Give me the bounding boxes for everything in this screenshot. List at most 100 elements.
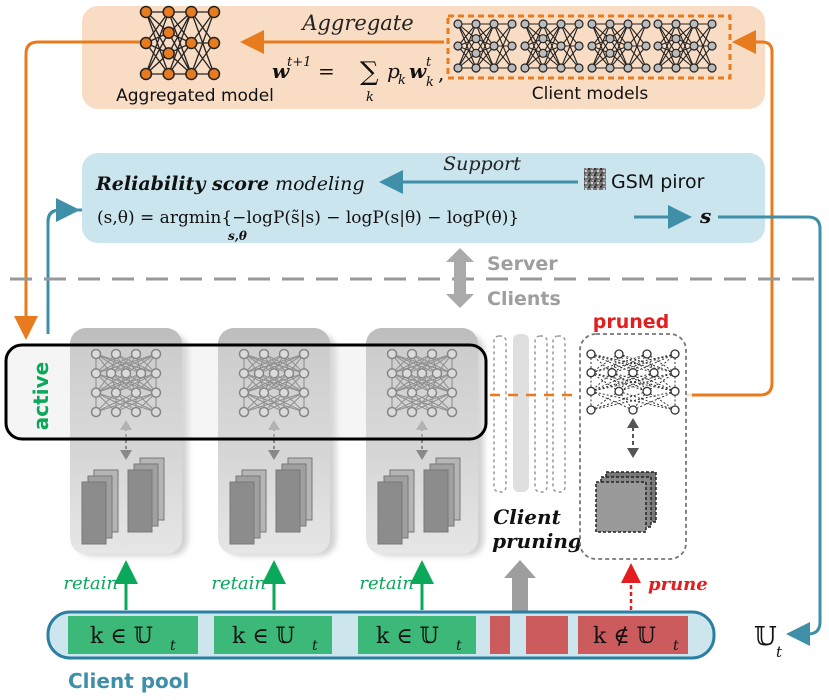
network-node bbox=[253, 368, 265, 379]
network-edge bbox=[590, 372, 655, 392]
prune-label: prune bbox=[648, 574, 708, 595]
network-node bbox=[426, 348, 438, 360]
network-node bbox=[642, 349, 652, 359]
network-edge bbox=[95, 353, 127, 374]
reliability-panel bbox=[82, 153, 765, 243]
formula-sum: ∑ bbox=[360, 57, 379, 87]
network-edge bbox=[273, 353, 305, 374]
network-node bbox=[641, 63, 651, 73]
network-node bbox=[586, 368, 596, 378]
network-edge bbox=[391, 372, 423, 394]
pruned-data-cube-icon bbox=[595, 471, 657, 533]
output-symbol: s bbox=[699, 204, 711, 228]
network-node bbox=[671, 63, 681, 73]
network-node bbox=[150, 348, 162, 360]
network-node bbox=[139, 36, 153, 50]
network-edge bbox=[258, 353, 285, 374]
network-edge bbox=[524, 45, 544, 69]
network-edge bbox=[391, 353, 453, 374]
network-edge bbox=[391, 353, 423, 374]
network-node bbox=[446, 348, 458, 360]
clients-label: Clients bbox=[487, 288, 561, 310]
network-edge bbox=[421, 353, 453, 374]
network-edge bbox=[243, 392, 305, 413]
formula-sum-sub: k bbox=[366, 90, 374, 105]
pruning-gray-arrow-icon bbox=[504, 560, 536, 612]
client-data-stack-icon bbox=[377, 457, 461, 545]
network-edge bbox=[457, 23, 477, 47]
network-node bbox=[538, 48, 548, 58]
network-edge bbox=[243, 392, 285, 413]
network-edge bbox=[411, 372, 453, 394]
network-node bbox=[278, 387, 290, 398]
network-edge bbox=[590, 353, 648, 374]
client-panel bbox=[70, 328, 188, 556]
client-panel bbox=[218, 328, 336, 556]
network-edge bbox=[258, 372, 305, 394]
network-edge bbox=[391, 392, 453, 413]
reliability-left-arrow bbox=[46, 198, 80, 240]
network-edge bbox=[110, 353, 157, 374]
aggregated-model-network-icon bbox=[139, 5, 221, 81]
network-edge bbox=[263, 372, 290, 394]
network-node bbox=[623, 19, 633, 29]
network-node bbox=[185, 67, 198, 81]
network-node bbox=[207, 5, 221, 19]
network-node bbox=[707, 19, 717, 29]
network-edge bbox=[421, 372, 453, 394]
network-edge bbox=[258, 372, 285, 394]
pool-label-in-3-sub: t bbox=[456, 638, 462, 654]
pool-label-in-1: k ∈ 𝕌 bbox=[90, 624, 153, 649]
network-node bbox=[453, 41, 463, 51]
network-node bbox=[607, 368, 617, 378]
network-edge bbox=[542, 23, 562, 69]
client-models-label: Client models bbox=[532, 84, 649, 104]
network-edge bbox=[243, 353, 275, 374]
network-node bbox=[453, 63, 463, 73]
network-edge bbox=[675, 45, 695, 69]
server-clients-double-arrow-icon bbox=[446, 248, 474, 308]
network-edge bbox=[95, 372, 127, 394]
formula-w: w bbox=[272, 59, 290, 83]
network-edge bbox=[243, 353, 305, 374]
gsm-noise-icon bbox=[584, 168, 606, 190]
network-node bbox=[507, 19, 517, 29]
formula-wk: w bbox=[409, 59, 427, 83]
network-node bbox=[671, 19, 681, 29]
network-edge bbox=[560, 23, 580, 47]
network-edge bbox=[168, 32, 192, 75]
network-edge bbox=[95, 353, 142, 374]
network-edge bbox=[618, 353, 655, 374]
client-model-icon bbox=[520, 19, 584, 73]
network-edge bbox=[391, 372, 433, 394]
network-edge bbox=[618, 353, 676, 374]
network-edge bbox=[693, 45, 713, 69]
client-pruning-label-1: Client bbox=[493, 505, 561, 529]
network-node bbox=[426, 387, 438, 398]
active-clients-outline bbox=[4, 343, 488, 441]
network-edge bbox=[657, 23, 677, 69]
network-edge bbox=[475, 23, 495, 54]
network-node bbox=[406, 387, 418, 398]
client-panel bbox=[366, 328, 484, 556]
network-edge bbox=[115, 353, 142, 374]
network-edge bbox=[263, 353, 305, 374]
network-node bbox=[649, 368, 659, 378]
client-model-icon bbox=[587, 19, 651, 73]
retain-label: retain bbox=[63, 573, 118, 594]
network-node bbox=[446, 368, 458, 379]
network-edge bbox=[168, 11, 192, 54]
network-node bbox=[207, 67, 221, 81]
network-edge bbox=[475, 38, 495, 69]
network-node bbox=[538, 34, 548, 44]
network-edge bbox=[243, 372, 290, 394]
pool-segment-out-2 bbox=[526, 616, 568, 654]
network-edge bbox=[475, 23, 495, 47]
network-node bbox=[538, 63, 548, 73]
network-edge bbox=[457, 23, 477, 69]
network-node bbox=[283, 368, 295, 379]
argmin-subscript: s,θ bbox=[228, 229, 247, 243]
network-node bbox=[489, 41, 499, 51]
network-node bbox=[150, 406, 162, 418]
network-node bbox=[641, 41, 651, 51]
